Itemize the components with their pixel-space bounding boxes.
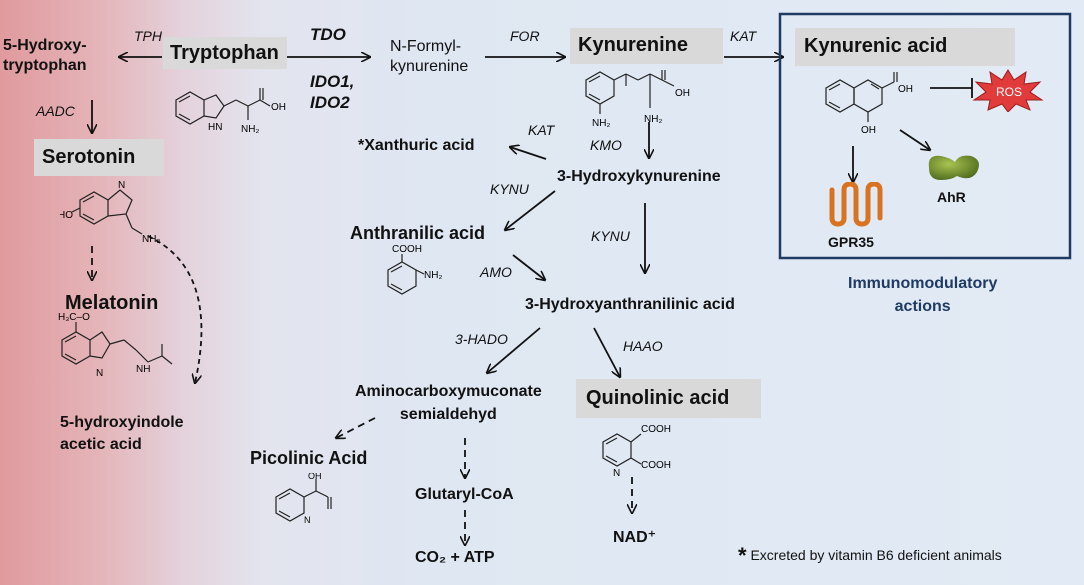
immuno-panel-border <box>778 12 1072 260</box>
compound-n-formylkynurenine: N-Formyl- kynurenine <box>390 38 469 75</box>
compound-5-hydroxytryptophan: 5-Hydroxy- tryptophan <box>3 37 87 74</box>
arrow-3hk-to-xanthuric <box>510 147 547 160</box>
enzyme-aadc: AADC <box>36 103 75 119</box>
pic-n-label: N <box>304 515 311 525</box>
enzyme-tdo: TDO <box>310 25 346 44</box>
enzyme-tph: TPH <box>134 28 162 44</box>
enzyme-kat-kynurenic: KAT <box>730 28 757 44</box>
kyn-nh2a-label: NH₂ <box>592 118 610 129</box>
arrow-serotonin-to-5hiaa <box>147 235 203 383</box>
footnote-text: Excreted by vitamin B6 deficient animals <box>750 547 1002 563</box>
mel-h3co-label: H₃C–O <box>58 312 90 323</box>
compound-5-hydroxyindole-acetic-acid: 5-hydroxyindole acetic acid <box>60 414 184 453</box>
kynurenic-acid-structure: OH OH <box>825 72 913 136</box>
enzyme-kat-xanthuric: KAT <box>528 122 555 138</box>
arrow-3haa-to-quinolinic <box>593 327 620 377</box>
gpr35-receptor <box>829 182 883 227</box>
kynurenine-structure: OH NH₂ NH₂ <box>585 70 690 129</box>
enzyme-for: FOR <box>510 28 540 44</box>
quinolinic-acid-structure: COOH COOH N <box>602 424 671 476</box>
trp-nh2-label: NH₂ <box>241 124 259 135</box>
quin-n-label: N <box>613 468 620 476</box>
ser-ho-label: HO <box>60 210 73 221</box>
compound-nad: NAD⁺ <box>613 529 657 546</box>
kyna-oh2-label: OH <box>861 125 876 136</box>
kynurenic-acid-box <box>795 28 1015 66</box>
compound-aminocarboxymuconate-semialdehyd: Aminocarboxymuconate semialdehyd <box>355 383 542 423</box>
enzyme-3-hado: 3-HADO <box>455 331 508 347</box>
enzyme-kmo: KMO <box>590 137 622 153</box>
serotonin-structure: N HO NH₂ <box>60 180 160 245</box>
trp-hn-label: HN <box>208 122 222 133</box>
ros-burst: ROS <box>972 69 1044 112</box>
compound-quinolinic-acid: Quinolinic acid <box>586 387 730 409</box>
compound-melatonin: Melatonin <box>65 292 159 314</box>
quinolinic-acid-box <box>576 379 761 418</box>
enzyme-amo: AMO <box>480 264 512 280</box>
enzyme-kynu-2: KYNU <box>591 228 630 244</box>
picolinic-acid-structure: OH N <box>275 473 332 525</box>
serotonin-box <box>34 139 164 176</box>
kyn-oh-label: OH <box>675 88 690 99</box>
compound-3-hydroxyanthranilinic-acid: 3-Hydroxyanthranilinic acid <box>525 296 735 313</box>
quin-cooh2-label: COOH <box>641 460 671 471</box>
anthranilic-acid-structure: COOH NH₂ <box>387 244 442 295</box>
trp-oh-label: OH <box>271 102 286 113</box>
enzyme-ido: IDO1, IDO2 <box>310 72 355 112</box>
footnote-symbol: * <box>738 543 747 568</box>
compound-serotonin: Serotonin <box>42 146 136 168</box>
ser-nh2-label: NH₂ <box>142 234 160 245</box>
ahr-protein <box>928 155 979 180</box>
target-ahr: AhR <box>937 189 966 205</box>
enzyme-kynu-1: KYNU <box>490 181 529 197</box>
ant-nh2-label: NH₂ <box>424 270 442 281</box>
compound-3-hydroxykynurenine: 3-Hydroxykynurenine <box>557 168 721 185</box>
pic-oh-label: OH <box>308 473 322 481</box>
kyn-nh2b-label: NH₂ <box>644 114 662 125</box>
footnote: * Excreted by vitamin B6 deficient anima… <box>738 543 1002 569</box>
kyna-oh1-label: OH <box>898 84 913 95</box>
compound-kynurenine: Kynurenine <box>578 34 689 56</box>
mel-nh-label: NH <box>136 364 150 375</box>
compound-kynurenic-acid: Kynurenic acid <box>804 35 948 57</box>
immunomodulatory-caption: Immunomodulatory actions <box>848 275 998 315</box>
compound-glutaryl-coa: Glutaryl-CoA <box>415 486 514 503</box>
compound-anthranilic-acid: Anthranilic acid <box>350 223 486 243</box>
mel-n-label: N <box>96 368 103 379</box>
kynurenine-box <box>570 28 723 64</box>
arrow-kyna-to-ahr <box>899 129 930 150</box>
tryptophan-box <box>163 37 287 69</box>
quin-cooh1-label: COOH <box>641 424 671 435</box>
arrow-anthranilic-to-3haa <box>512 254 545 280</box>
compound-tryptophan: Tryptophan <box>170 42 279 64</box>
enzyme-haao: HAAO <box>623 338 663 354</box>
arrow-acms-to-picolinic <box>336 417 376 438</box>
compound-co2-atp: CO₂ + ATP <box>415 549 495 566</box>
target-gpr35: GPR35 <box>828 234 874 250</box>
compound-picolinic-acid: Picolinic Acid <box>250 448 368 468</box>
arrow-3hk-to-anthranilic <box>505 190 556 230</box>
ser-n-label: N <box>118 180 125 191</box>
arrow-3haa-to-acms <box>487 327 541 373</box>
tryptophan-structure: OH NH₂ HN <box>175 88 286 135</box>
compound-xanthuric-acid: *Xanthuric acid <box>358 137 475 154</box>
melatonin-structure: H₃C–O N NH <box>58 312 173 379</box>
ant-cooh-label: COOH <box>392 244 422 255</box>
ros-label: ROS <box>996 85 1022 99</box>
